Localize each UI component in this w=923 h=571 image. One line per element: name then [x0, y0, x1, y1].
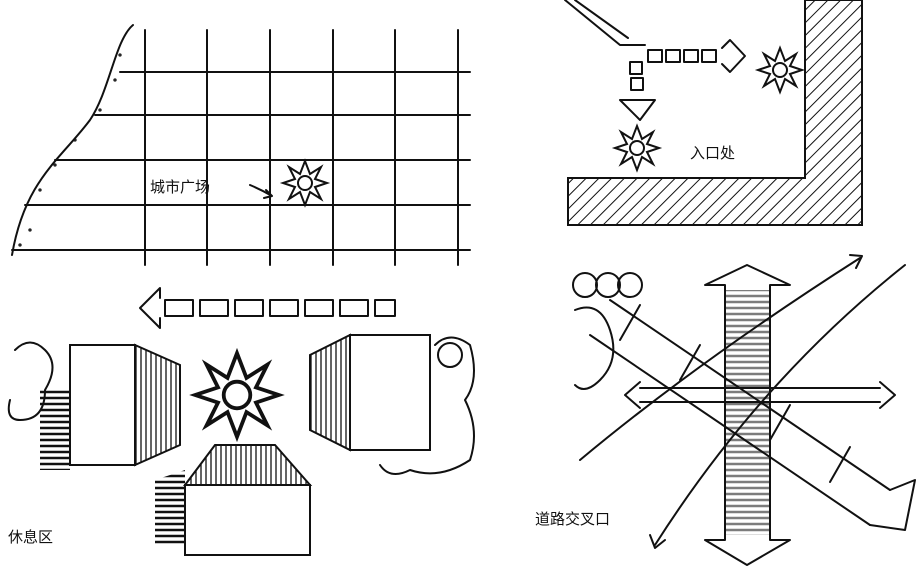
paving-grid: [11, 29, 471, 266]
central-star-icon: [193, 351, 281, 439]
dotted-planting: [18, 53, 122, 247]
path-arrow-down: [619, 61, 656, 121]
label-crossroad: 道路交叉口: [535, 510, 611, 528]
city-square-panel: [11, 24, 471, 266]
entrance-panel: [564, 0, 863, 226]
building-wall: [567, 0, 863, 226]
direction-arrow-sw: [649, 264, 906, 549]
label-city-square: 城市广场: [150, 178, 211, 196]
shrub-cluster: [572, 272, 643, 390]
bench-side: [134, 343, 181, 467]
entrance-star-icon: [614, 125, 660, 171]
label-entrance: 入口处: [690, 144, 736, 162]
crossroad-panel: [572, 254, 916, 566]
shrub-icon: [7, 341, 54, 421]
bench-block: [184, 484, 311, 556]
rest-area-panel: [7, 287, 475, 556]
horizontal-path-arrow: [624, 381, 896, 409]
shadow: [155, 470, 185, 545]
square-edge-curve: [11, 24, 134, 256]
diagonal-path: [589, 299, 916, 531]
direction-arrow-ne: [579, 254, 863, 461]
entrance-star-icon: [757, 47, 803, 93]
path-arrow-right: [647, 39, 746, 73]
label-rest-area: 休息区: [8, 528, 54, 546]
bench-block: [69, 344, 136, 466]
vertical-path-stripes: [725, 290, 770, 535]
bench-side: [183, 444, 313, 486]
shadow: [40, 390, 70, 470]
path-arrow-left: [139, 287, 396, 329]
tree-icon: [437, 342, 463, 368]
pointer-arrow-icon: [249, 184, 273, 199]
bench-block: [349, 334, 431, 451]
bench-side: [309, 333, 351, 452]
focal-star-icon: [282, 160, 328, 206]
path-stones: [564, 0, 646, 46]
shrub-icon: [379, 336, 475, 475]
